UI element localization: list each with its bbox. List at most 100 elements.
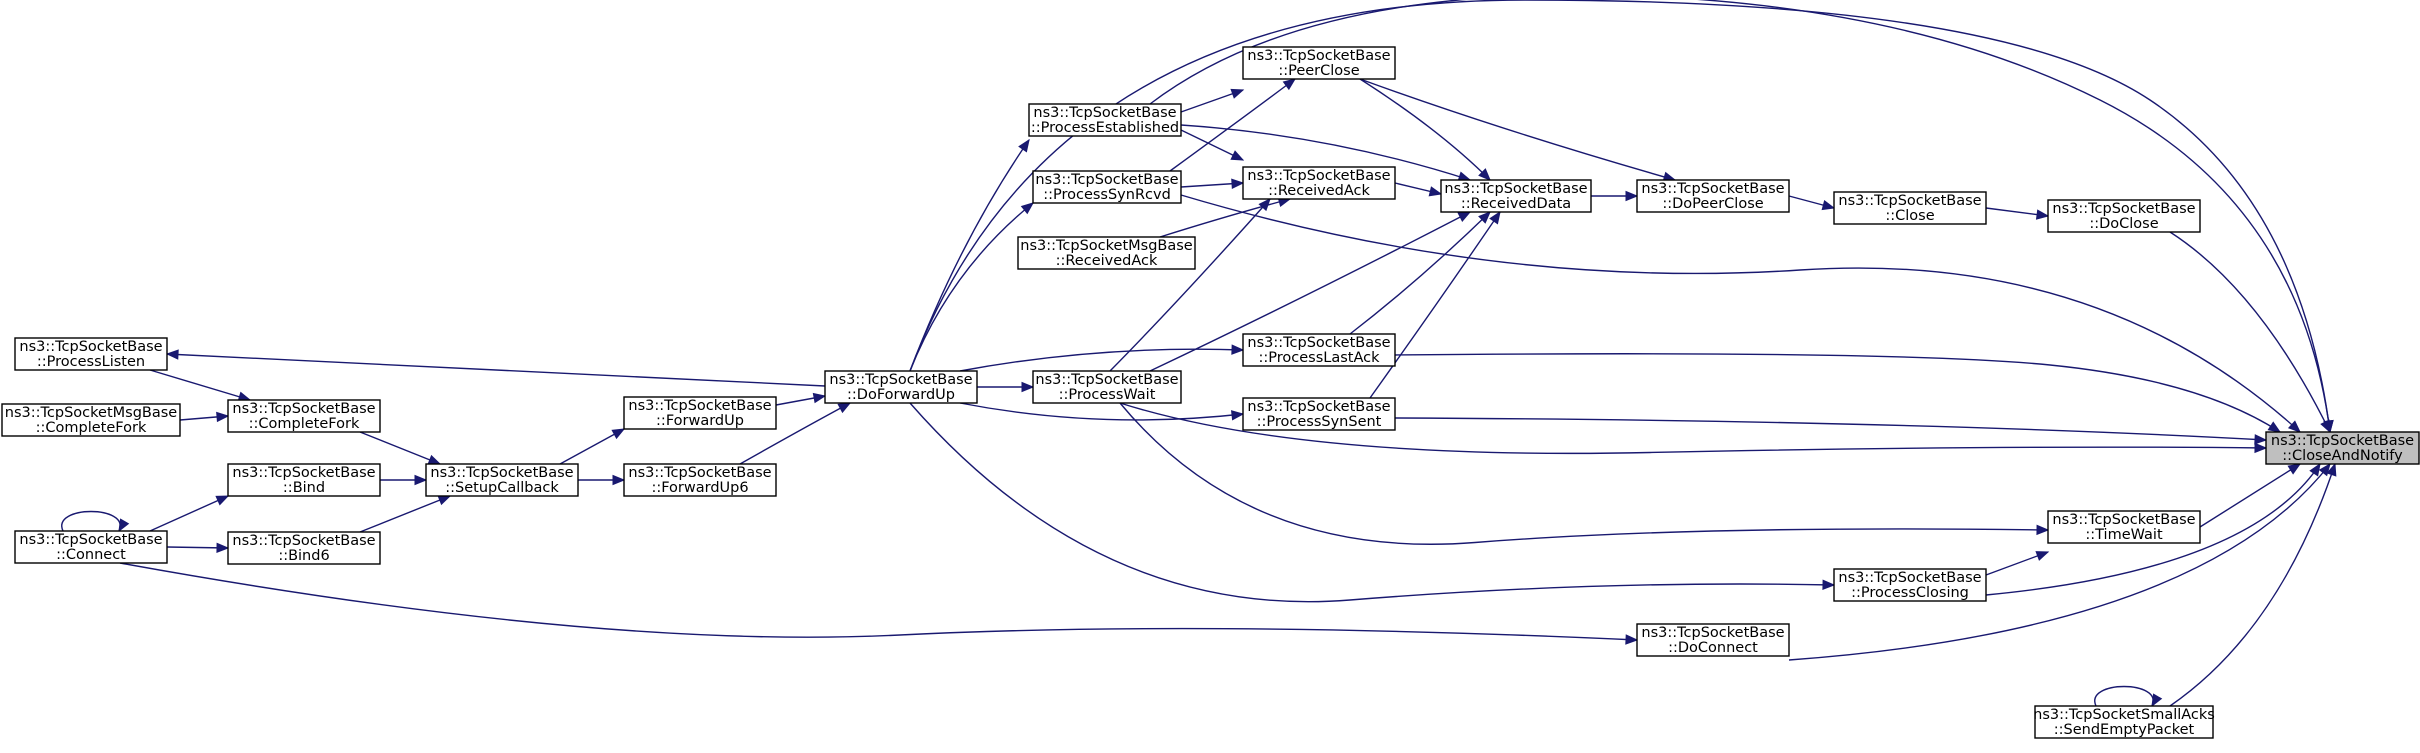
node-Close[interactable]: ns3::TcpSocketBase::Close (1833, 191, 1987, 225)
node-box[interactable] (1242, 397, 1396, 431)
node-ProcessLastAck[interactable]: ns3::TcpSocketBase::ProcessLastAck (1242, 333, 1396, 367)
node-box[interactable] (2047, 199, 2201, 233)
edge-line (1394, 353, 2281, 433)
node-PeerClose[interactable]: ns3::TcpSocketBase::PeerClose (1242, 46, 1396, 80)
node-ForwardUp[interactable]: ns3::TcpSocketBase::ForwardUp (623, 396, 777, 430)
node-Bind6[interactable]: ns3::TcpSocketBase::Bind6 (227, 531, 381, 565)
node-label-line1: ns3::TcpSocketBase (1247, 335, 1390, 351)
edge-arrowhead (1457, 211, 1472, 222)
node-ProcessWait[interactable]: ns3::TcpSocketBase::ProcessWait (1032, 370, 1182, 404)
edge-line (1119, 402, 2049, 545)
node-label-line1: ns3::TcpSocketBase (1641, 625, 1784, 641)
node-DoPeerClose[interactable]: ns3::TcpSocketBase::DoPeerClose (1636, 179, 1790, 213)
node-box[interactable] (1, 403, 181, 437)
node-box[interactable] (1833, 568, 1987, 602)
edge-Bind6-to-SetupCallback (359, 495, 452, 533)
edge-line (909, 139, 1030, 372)
edge-ForwardUp-to-DoForwardUp (775, 392, 827, 406)
edge-SetupCallback-to-ForwardUp (559, 428, 626, 465)
node-ProcessListen[interactable]: ns3::TcpSocketBase::ProcessListen (14, 337, 168, 371)
edge-arrowhead (611, 428, 626, 440)
node-DoForwardUp[interactable]: ns3::TcpSocketBase::DoForwardUp (824, 370, 978, 404)
node-box[interactable] (1242, 333, 1396, 367)
edge-ReceivedAck-to-ReceivedData (1394, 182, 1443, 197)
node-DoConnect[interactable]: ns3::TcpSocketBase::DoConnect (1636, 623, 1790, 657)
node-box[interactable] (227, 399, 381, 433)
node-label-line2: ::SetupCallback (445, 480, 559, 496)
edge-Connect-to-Bind6 (166, 542, 230, 554)
node-label-line2: ::CompleteFork (36, 420, 147, 436)
node-TimeWait[interactable]: ns3::TcpSocketBase::TimeWait (2047, 510, 2201, 544)
node-ProcessSynRcvd[interactable]: ns3::TcpSocketBase::ProcessSynRcvd (1032, 170, 1182, 204)
edge-arrowhead (437, 495, 452, 506)
node-box[interactable] (2034, 705, 2214, 739)
node-ReceivedAck[interactable]: ns3::TcpSocketBase::ReceivedAck (1242, 166, 1396, 200)
node-box[interactable] (1833, 191, 1987, 225)
node-ForwardUp6[interactable]: ns3::TcpSocketBase::ForwardUp6 (623, 463, 777, 497)
edge-line (61, 510, 121, 532)
edge-ProcessSynRcvd-to-CloseAndNotify (1180, 194, 2301, 433)
node-label-line1: ns3::TcpSocketBase (1035, 372, 1178, 388)
node-CloseAndNotify[interactable]: ns3::TcpSocketBase::CloseAndNotify (2265, 431, 2420, 465)
node-label-line2: ::ReceivedData (1461, 196, 1571, 212)
node-label-line2: ::ProcessEstablished (1031, 120, 1179, 136)
node-SendEmptyPacket[interactable]: ns3::TcpSocketSmallAcks::SendEmptyPacket (2033, 705, 2215, 739)
node-box[interactable] (14, 337, 168, 371)
node-box[interactable] (1032, 170, 1182, 204)
node-box[interactable] (1636, 623, 1790, 657)
node-ProcessClosing[interactable]: ns3::TcpSocketBase::ProcessClosing (1833, 568, 1987, 602)
edge-arrowhead (837, 402, 852, 414)
edge-line (739, 402, 851, 465)
node-ReceivedData[interactable]: ns3::TcpSocketBase::ReceivedData (1440, 179, 1592, 213)
node-box[interactable] (227, 463, 381, 497)
edge-arrowhead (2287, 420, 2301, 433)
node-ProcessEstablished[interactable]: ns3::TcpSocketBase::ProcessEstablished (1028, 103, 1182, 137)
edge-arrowhead (2323, 419, 2334, 434)
node-MsgCompleteFork[interactable]: ns3::TcpSocketMsgBase::CompleteFork (1, 403, 181, 437)
node-DoClose[interactable]: ns3::TcpSocketBase::DoClose (2047, 199, 2201, 233)
edges-layer (61, 0, 2337, 708)
node-box[interactable] (1017, 236, 1196, 270)
edge-line (959, 348, 1244, 372)
node-box[interactable] (227, 531, 381, 565)
node-box[interactable] (623, 463, 777, 497)
edge-DoForwardUp-to-ProcessLastAck (959, 344, 1245, 372)
edge-ProcessWait-to-ReceivedAck (1109, 198, 1271, 372)
node-box[interactable] (1242, 166, 1396, 200)
node-box[interactable] (2047, 510, 2201, 544)
node-box[interactable] (1636, 179, 1790, 213)
edge-line (1349, 211, 1491, 335)
node-box[interactable] (1032, 370, 1182, 404)
node-box[interactable] (425, 463, 579, 497)
node-MsgReceivedAck[interactable]: ns3::TcpSocketMsgBase::ReceivedAck (1017, 236, 1196, 270)
edge-ProcessSynSent-to-CloseAndNotify (1394, 417, 2268, 445)
edge-ProcessSynRcvd-to-PeerClose (1169, 78, 1297, 172)
edge-ProcessLastAck-to-ReceivedData (1349, 211, 1491, 335)
edge-SendEmptyPacket-to-SendEmptyPacket (2094, 685, 2163, 708)
edge-CompleteFork-to-SetupCallback (359, 431, 442, 465)
node-box[interactable] (623, 396, 777, 430)
edge-ProcessWait-to-CloseAndNotify (1119, 402, 2268, 455)
node-label-line2: ::SendEmptyPacket (2054, 722, 2195, 738)
node-label-line1: ns3::TcpSocketBase (1838, 570, 1981, 586)
edge-line (1109, 198, 1271, 372)
node-Bind[interactable]: ns3::TcpSocketBase::Bind (227, 463, 381, 497)
node-SetupCallback[interactable]: ns3::TcpSocketBase::SetupCallback (425, 463, 579, 497)
node-box[interactable] (1242, 46, 1396, 80)
edge-Bind-to-SetupCallback (380, 474, 428, 486)
node-box[interactable] (2265, 431, 2420, 465)
node-label-line2: ::ProcessSynRcvd (1043, 187, 1171, 203)
edge-line (1359, 78, 1491, 181)
node-label-line2: ::PeerClose (1278, 63, 1359, 79)
node-CompleteFork[interactable]: ns3::TcpSocketBase::CompleteFork (227, 399, 381, 433)
node-box[interactable] (1440, 179, 1592, 213)
node-box[interactable] (14, 530, 168, 564)
node-ProcessSynSent[interactable]: ns3::TcpSocketBase::ProcessSynSent (1242, 397, 1396, 431)
node-label-line2: ::CloseAndNotify (2282, 448, 2403, 464)
node-box[interactable] (1028, 103, 1182, 137)
node-box[interactable] (824, 370, 978, 404)
node-label-line1: ns3::TcpSocketBase (2052, 512, 2195, 528)
node-Connect[interactable]: ns3::TcpSocketBase::Connect (14, 530, 168, 564)
edge-arrowhead (1625, 634, 1639, 645)
node-label-line1: ns3::TcpSocketMsgBase (5, 405, 178, 421)
